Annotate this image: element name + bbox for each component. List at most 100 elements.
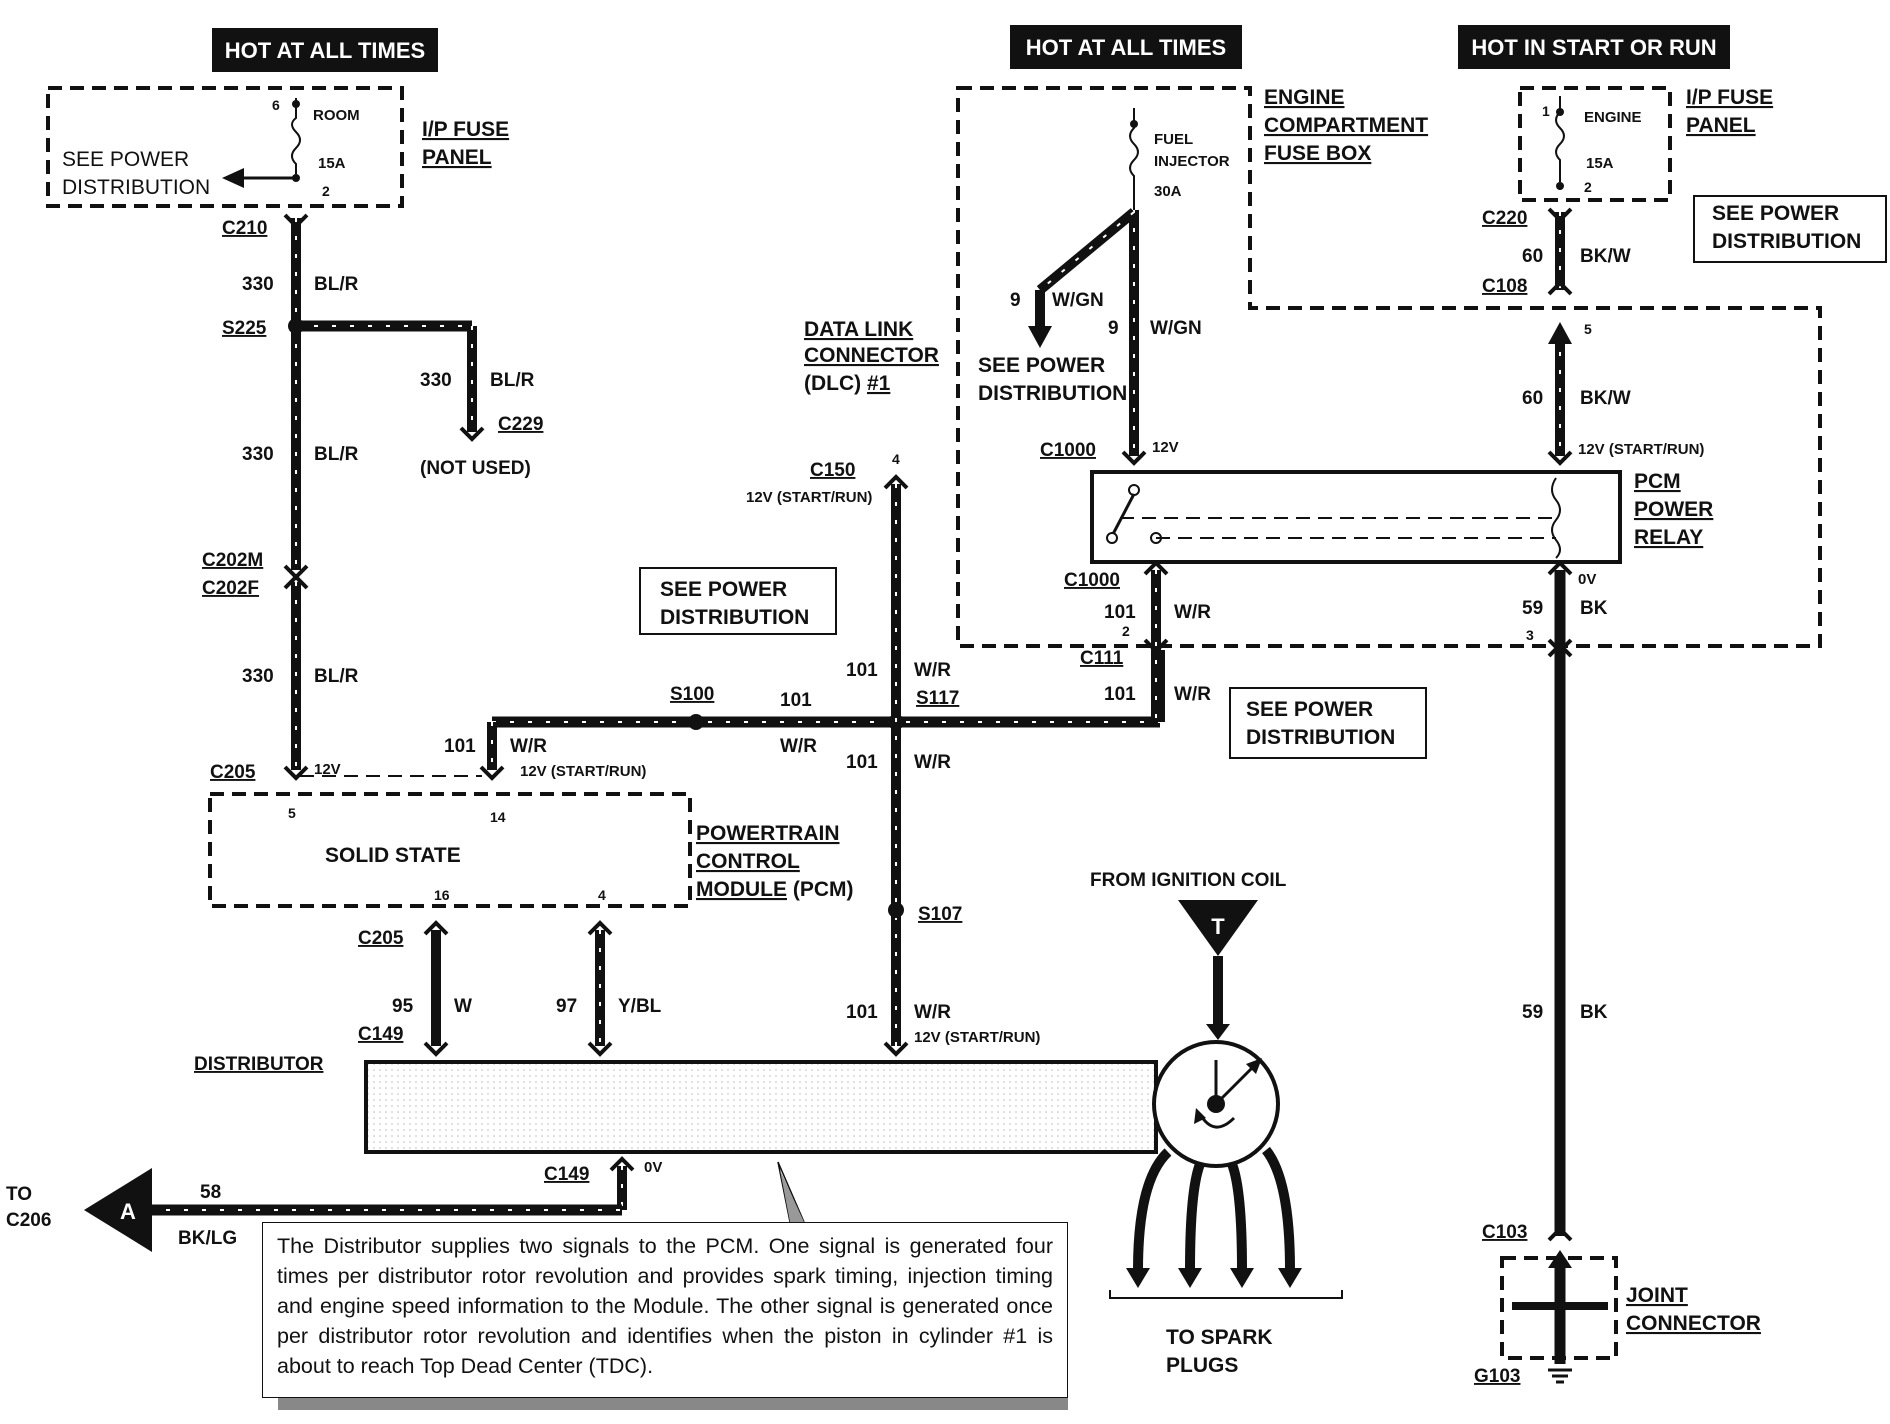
wire-59-color: BK [1580,598,1608,619]
pcm-module: 5 14 16 4 SOLID STATE [208,792,692,908]
wire-101-number: 101 [780,690,812,711]
connector-c1000-bot: C1000 [1064,570,1120,591]
connector-c150: C150 [810,460,855,481]
dlc-title-1: DATA LINK [804,318,913,341]
wire-59-number: 59 [1522,598,1543,619]
header-hot-left: HOT AT ALL TIMES [212,28,438,72]
ip-fuse-panel-left: 6 ROOM 15A 2 SEE POWER DISTRIBUTION [46,86,404,208]
arrow-left-icon [222,168,244,188]
connector-c229: C229 [498,414,543,435]
ground-g103: G103 [1474,1366,1520,1387]
ip-fuse-panel-right-title-1: I/P FUSE [1686,86,1773,109]
note-callout [278,1161,1068,1410]
svg-text:HOT AT ALL TIMES: HOT AT ALL TIMES [1026,35,1226,60]
joint-title-1: JOINT [1626,1284,1688,1307]
relay-pin-3: 3 [1526,627,1534,643]
to-spark-plugs-2: PLUGS [1166,1354,1238,1377]
wire-60-number: 60 [1522,246,1543,267]
splice-s107-label: S107 [918,904,962,925]
joint-title-2: CONNECTOR [1626,1312,1761,1335]
svg-text:1: 1 [1542,103,1550,119]
splice-s117-label: S117 [916,688,959,709]
svg-text:DISTRIBUTION: DISTRIBUTION [660,606,809,629]
wire-101-number: 101 [1104,684,1136,705]
svg-text:ENGINE: ENGINE [1584,109,1642,126]
wire-59-color: BK [1580,1002,1608,1023]
engine-fuse-box: FUEL INJECTOR 30A SEE POWER DISTRIBUTION [956,86,1822,648]
svg-text:SEE POWER: SEE POWER [1712,202,1839,225]
svg-text:FUEL: FUEL [1154,131,1193,148]
to-c206-1: TO [6,1184,32,1205]
wire-97-color: Y/BL [618,996,662,1017]
wire-330-number: 330 [242,274,274,295]
svg-text:T: T [1211,914,1225,939]
circuit-58: A [84,1156,635,1252]
wire-9-number: 9 [1108,318,1119,339]
svg-text:A: A [120,1199,136,1224]
connector-c202f: C202F [202,578,259,599]
c150-pin: 4 [892,451,900,467]
arrow-down-icon [1028,326,1052,348]
distributor-label: DISTRIBUTOR [194,1054,324,1075]
svg-text:INJECTOR: INJECTOR [1154,153,1230,170]
svg-text:15A: 15A [318,155,346,172]
voltage-12v-c205: 12V [314,761,341,778]
svg-text:5: 5 [288,805,296,821]
connector-c149-bot: C149 [544,1164,589,1185]
wire-9-number: 9 [1010,290,1021,311]
pcm-title-2: CONTROL [696,850,800,873]
wire-101-color: W/R [1174,684,1211,705]
svg-text:SEE POWER: SEE POWER [978,354,1105,377]
circuit-60-59 [1547,207,1573,1242]
svg-text:6: 6 [272,97,280,113]
wire-101-color: W/R [914,660,951,681]
wire-101-color: W/R [510,736,547,757]
wire-9-color: W/GN [1150,318,1202,339]
relay-title-1: PCM [1634,470,1681,493]
splice-s100 [688,714,704,730]
pcm-title-1: POWERTRAIN [696,822,840,845]
connector-c202m: C202M [202,550,263,571]
header-hot-right: HOT IN START OR RUN [1458,25,1730,69]
wire-330-number: 330 [420,370,452,391]
wire-95-number: 95 [392,996,414,1017]
connector-c103: C103 [1482,1222,1527,1243]
not-used-label: (NOT USED) [420,458,531,479]
off-page-arrow-a [84,1168,152,1252]
engine-fuse-title-2: COMPARTMENT [1264,114,1428,137]
connector-c111: C111 [1080,648,1124,669]
pcm-power-relay [1090,470,1622,564]
voltage-c149: 0V [644,1159,662,1176]
wire-330-color: BL/R [314,666,359,687]
wire-101-number: 101 [846,1002,878,1023]
to-c206-2: C206 [6,1210,51,1231]
svg-text:SEE POWER: SEE POWER [660,578,787,601]
relay-pin-5: 5 [1584,321,1592,337]
wire-60-color: BK/W [1580,388,1631,409]
wire-95-color: W [454,996,472,1017]
wire-60-color: BK/W [1580,246,1631,267]
relay-pin-2: 2 [1122,623,1130,639]
circuit-101-relay [1143,560,1169,722]
voltage-pcm14: 12V (START/RUN) [520,763,646,780]
splice-s225-label: S225 [222,318,267,339]
svg-text:30A: 30A [1154,183,1182,200]
svg-text:15A: 15A [1586,155,1614,172]
dlc-title-2: CONNECTOR [804,344,939,367]
pcm-title-3: MODULE (PCM) [696,878,854,901]
wire-9-color: W/GN [1052,290,1104,311]
wire-330-number: 330 [242,444,274,465]
ip-fuse-panel-right: 1 ENGINE 15A 2 [1518,86,1672,202]
svg-text:2: 2 [1584,179,1592,195]
connector-c205-bot: C205 [358,928,404,949]
see-power-box-mid: SEE POWER DISTRIBUTION [639,567,837,635]
wire-101-number: 101 [444,736,476,757]
wire-58-color: BK/LG [178,1228,237,1249]
svg-text:16: 16 [434,887,450,903]
see-power-box-right-mid: SEE POWER DISTRIBUTION [1229,687,1427,759]
from-ignition-coil: FROM IGNITION COIL [1090,870,1287,891]
connector-c108: C108 [1482,276,1527,297]
ip-fuse-panel-left-title-2: PANEL [422,146,492,169]
